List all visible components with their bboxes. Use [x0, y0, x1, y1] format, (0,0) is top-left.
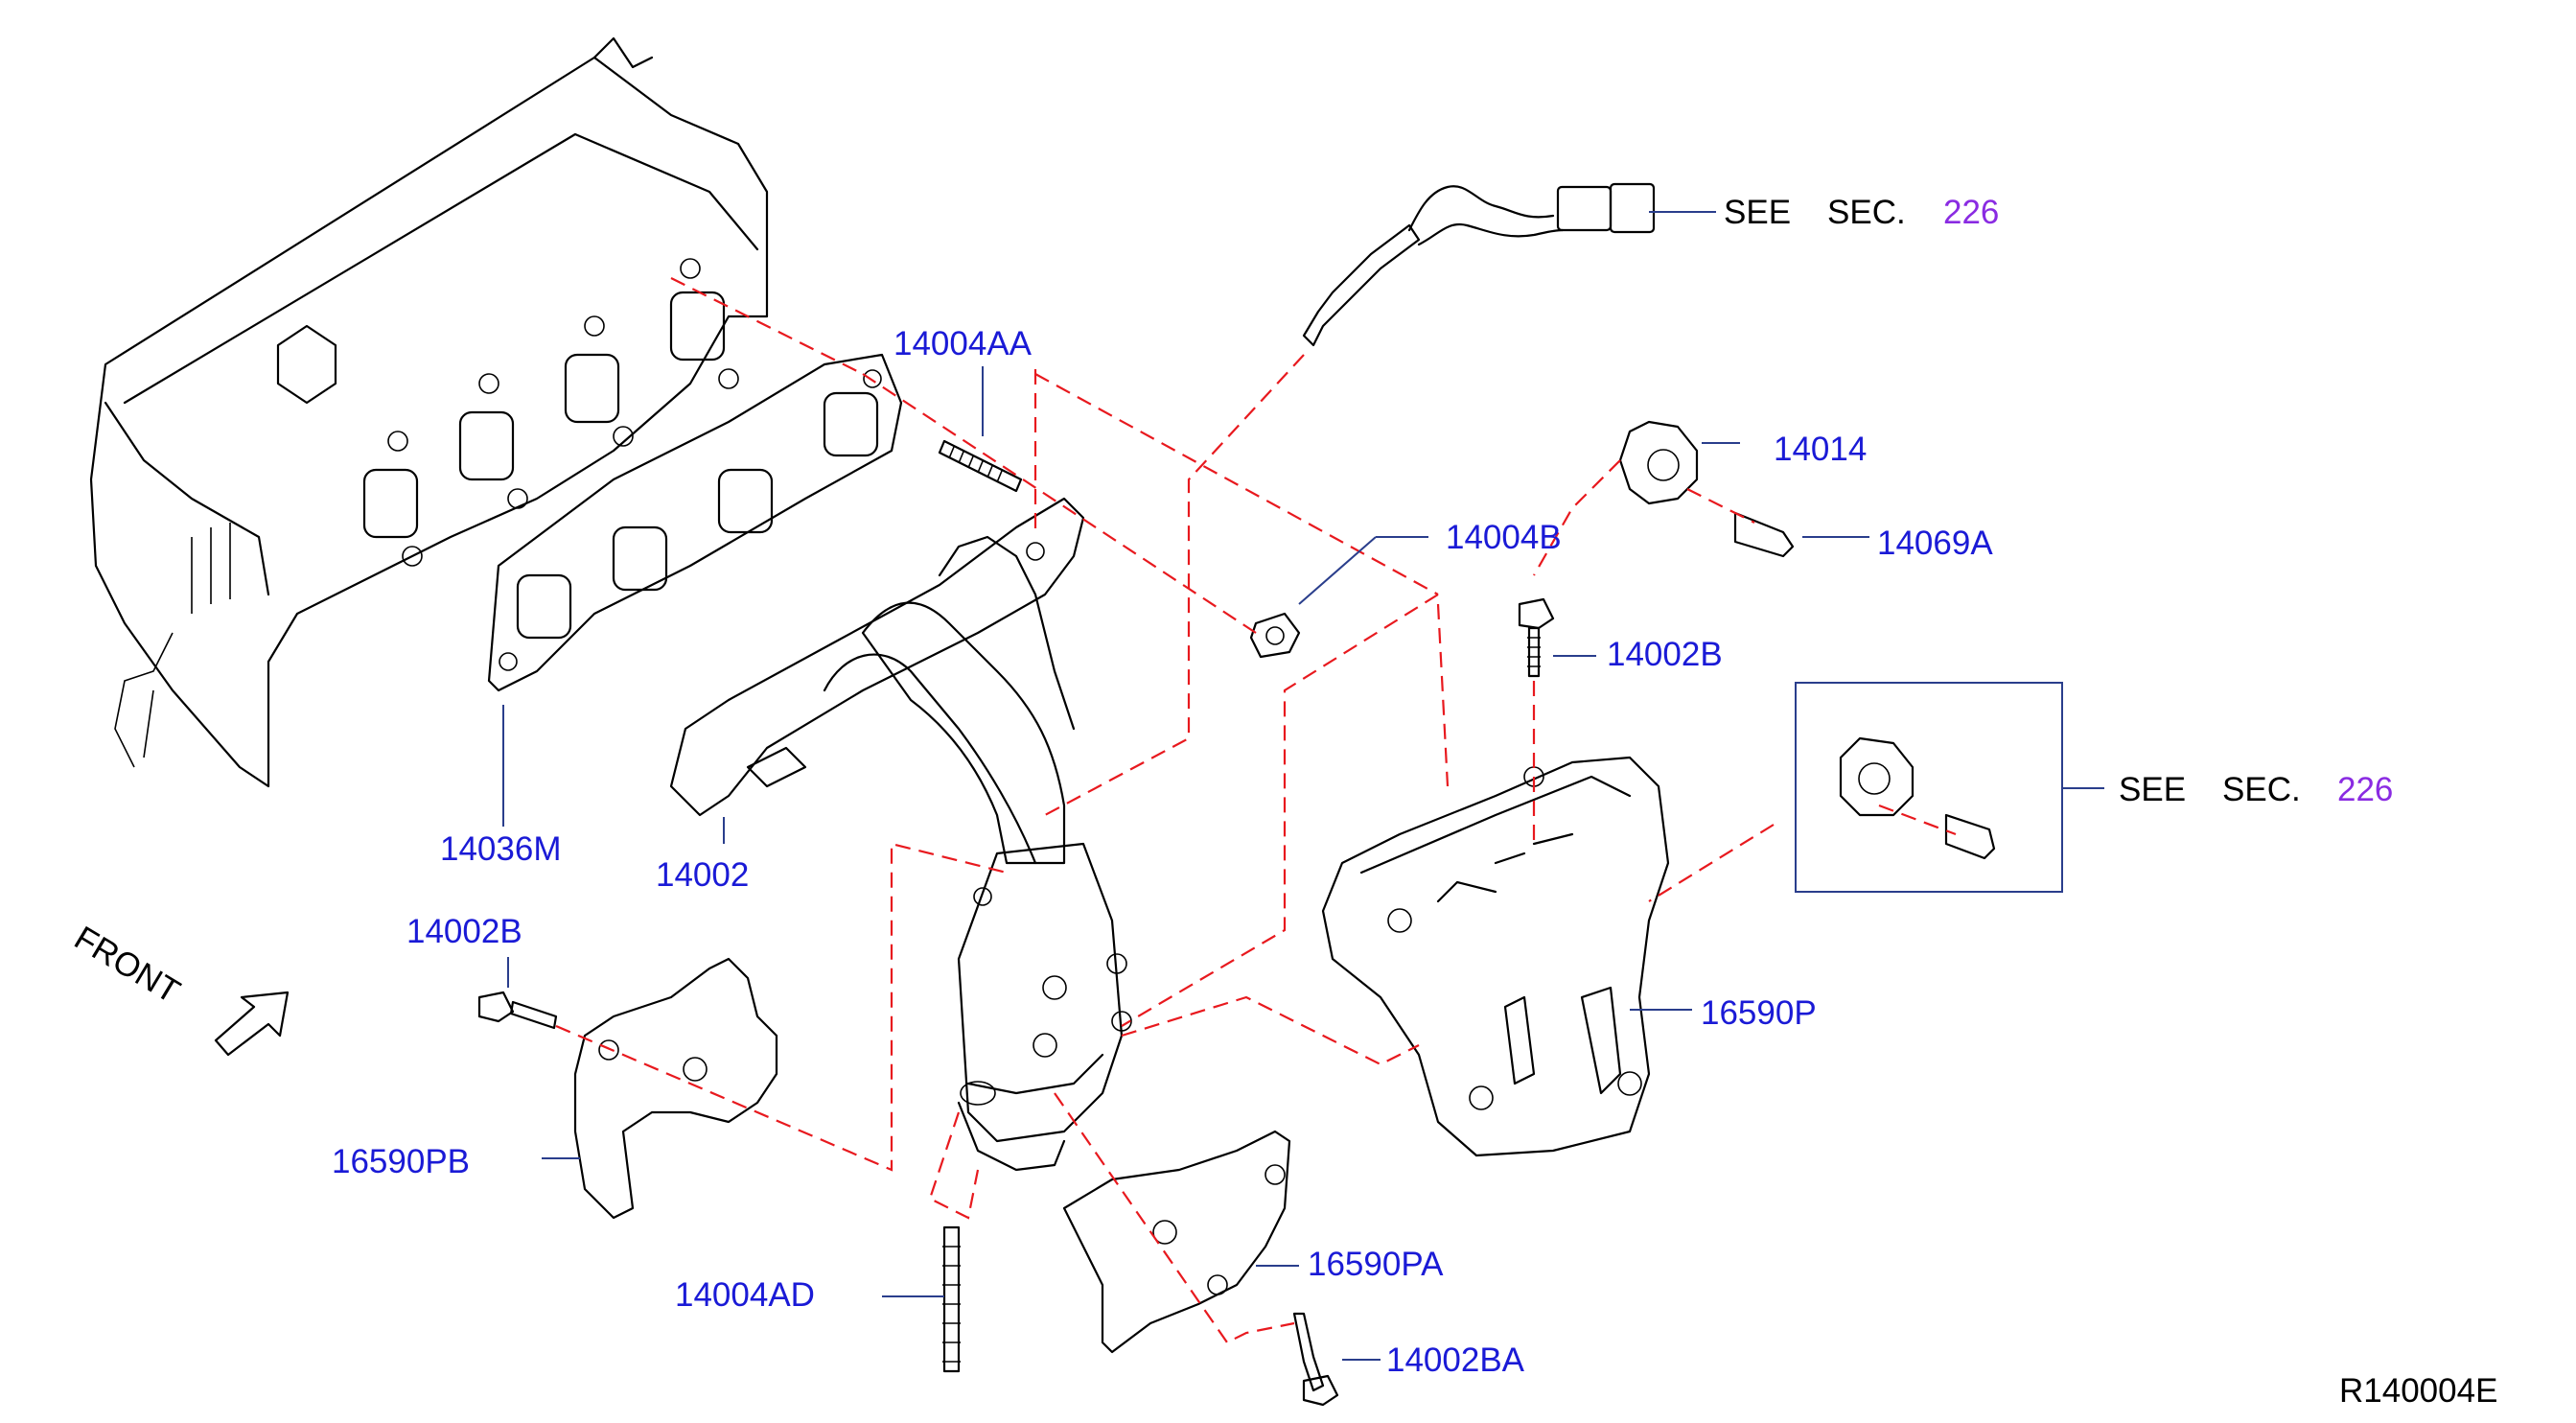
label-14014: 14014 [1774, 431, 1867, 468]
engine-cylinder-head [89, 36, 769, 788]
reference-box-sensor [1795, 682, 2063, 893]
reference-top-see: SEE [1724, 194, 1791, 231]
reference-right-see: SEE [2119, 771, 2186, 808]
reference-top: SEE SEC. 226 [1724, 194, 1999, 231]
leader-lines [502, 211, 2104, 1361]
label-14002: 14002 [656, 856, 749, 894]
heat-shield-16590P [1321, 756, 1670, 1157]
reference-right: SEE SEC. 226 [2119, 771, 2393, 808]
stud-14004AA [938, 439, 1023, 493]
label-16590PA: 16590PA [1308, 1246, 1444, 1283]
exhaust-manifold [669, 497, 1085, 865]
catalytic-converter [957, 842, 1132, 1172]
stud-14004AD [942, 1225, 961, 1373]
front-arrow: FRONT [68, 919, 290, 1057]
bolt-14002B-top [1518, 597, 1555, 678]
label-14036M: 14036M [440, 830, 561, 868]
bracket-16590PA [1062, 1130, 1339, 1407]
label-14004B: 14004B [1446, 519, 1562, 556]
label-16590P: 16590P [1701, 994, 1817, 1032]
oxygen-sensor [1302, 182, 1656, 347]
reference-right-sec: SEC. [2222, 771, 2301, 808]
reference-top-sec: SEC. [1827, 194, 1906, 231]
reference-right-number[interactable]: 226 [2337, 771, 2393, 808]
label-14004AD: 14004AD [675, 1276, 815, 1314]
nut-14004B [1249, 612, 1301, 659]
label-14002BA: 14002BA [1386, 1341, 1525, 1379]
manifold-gasket [487, 353, 903, 692]
label-14002B-top: 14002B [1607, 636, 1723, 673]
reference-top-number[interactable]: 226 [1943, 194, 1999, 231]
label-14004AA: 14004AA [893, 325, 1033, 362]
label-16590PB: 16590PB [332, 1143, 470, 1180]
label-14069A: 14069A [1877, 525, 1993, 562]
label-14002B-left: 14002B [406, 913, 522, 950]
assembly-lines [555, 277, 1957, 1344]
bracket-16590PB [477, 957, 778, 1220]
drawing-code: R140004E [2339, 1372, 2497, 1410]
front-label: FRONT [68, 919, 186, 1011]
